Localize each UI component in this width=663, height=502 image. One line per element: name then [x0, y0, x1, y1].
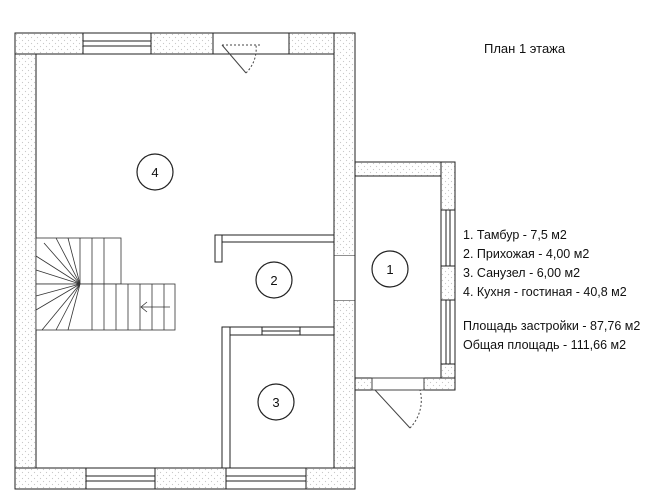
legend-item-bathroom: 3. Санузел - 6,00 м2	[463, 266, 581, 280]
legend-item-hallway: 2. Прихожая - 4,00 м2	[463, 247, 590, 261]
room-marker-3: 3	[257, 383, 295, 421]
room-number-2: 2	[270, 273, 277, 288]
room-number-3: 3	[272, 395, 279, 410]
area-summary: Площадь застройки - 87,76 м2 Общая площа…	[463, 317, 640, 355]
plan-title: План 1 этажа	[484, 41, 566, 56]
legend-item-kitchen: 4. Кухня - гостиная - 40,8 м2	[463, 285, 627, 299]
room-marker-4: 4	[136, 153, 174, 191]
room-marker-2: 2	[255, 261, 293, 299]
total-area: Общая площадь - 111,66 м2	[463, 338, 627, 352]
room-legend: 1. Тамбур - 7,5 м2 2. Прихожая - 4,00 м2…	[463, 226, 627, 302]
top-door	[221, 44, 260, 74]
entrance-door	[371, 377, 425, 429]
interior-walls	[214, 234, 356, 469]
windows-bottom	[85, 467, 307, 490]
window-vestibule	[440, 209, 456, 365]
built-area: Площадь застройки - 87,76 м2	[463, 319, 641, 333]
windows-top	[82, 32, 290, 55]
legend-item-vestibule: 1. Тамбур - 7,5 м2	[463, 228, 567, 242]
staircase	[35, 237, 176, 331]
room-number-1: 1	[386, 262, 393, 277]
room-markers: 4 2 1 3	[136, 153, 409, 421]
room-number-4: 4	[151, 165, 158, 180]
room-marker-1: 1	[371, 250, 409, 288]
